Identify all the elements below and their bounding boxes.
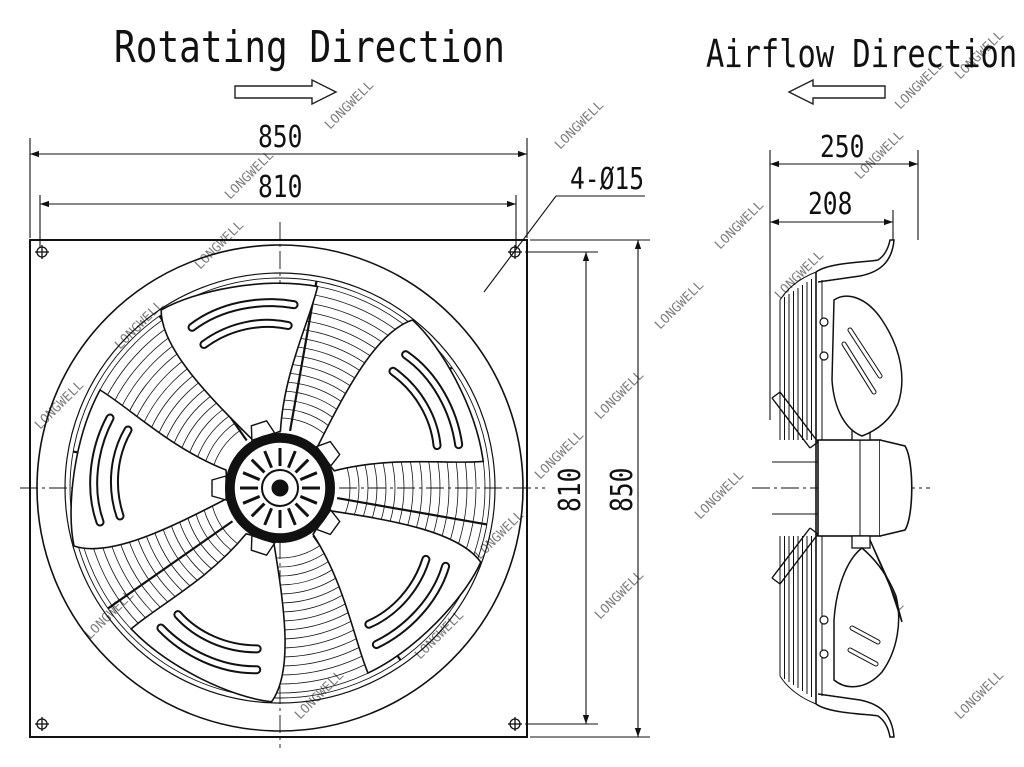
dim-front-height-inner: 810 xyxy=(554,468,588,512)
fan-blades xyxy=(70,282,485,703)
watermark-text: LONGWELL xyxy=(712,198,767,253)
watermark-text: LONGWELL xyxy=(772,248,827,303)
side-dimensions xyxy=(769,150,919,420)
watermark-text: LONGWELL xyxy=(192,218,247,273)
watermark-text: LONGWELL xyxy=(82,588,137,643)
watermark-text: LONGWELL xyxy=(552,98,607,153)
watermark-text: LONGWELL xyxy=(652,278,707,333)
front-dimensions xyxy=(29,138,650,738)
side-motor xyxy=(817,439,881,537)
rotating-direction-title: Rotating Direction xyxy=(114,22,505,73)
side-blade-bottom xyxy=(833,547,900,688)
airflow-direction-arrow xyxy=(787,78,886,106)
dim-front-height-outer: 850 xyxy=(606,468,640,512)
rotating-direction-arrow xyxy=(234,78,338,106)
mounting-plate xyxy=(29,239,528,738)
motor-hub xyxy=(225,433,335,543)
dim-front-width-inner: 810 xyxy=(258,171,302,205)
dim-side-depth-outer: 250 xyxy=(820,131,864,165)
watermark-text: LONGWELL xyxy=(952,28,1007,83)
side-ring-profile xyxy=(815,239,895,283)
side-view xyxy=(752,239,930,738)
front-view xyxy=(20,222,545,748)
mounting-holes xyxy=(35,245,522,731)
watermark-text: LONGWELL xyxy=(322,78,377,133)
airflow-direction-title: Airflow Direction xyxy=(706,32,1018,76)
dim-side-depth-inner: 208 xyxy=(808,188,852,222)
watermark-text: LONGWELL xyxy=(592,568,647,623)
watermark-text: LONGWELL xyxy=(692,468,747,523)
dim-front-width-outer: 850 xyxy=(258,121,302,155)
watermark-text: LONGWELL xyxy=(952,668,1007,723)
dim-holes: 4-Ø15 xyxy=(570,163,644,197)
watermark-text: LONGWELL xyxy=(892,58,947,113)
watermark-text: LONGWELL xyxy=(592,368,647,423)
side-blade-top xyxy=(831,295,903,437)
